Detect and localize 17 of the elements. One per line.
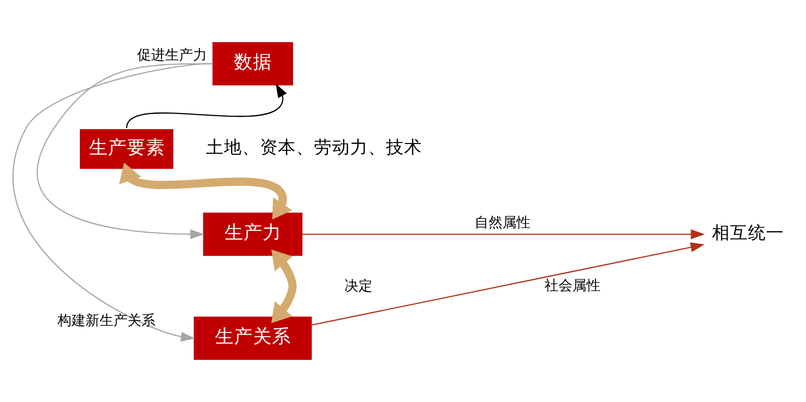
node-label: 土地、资本、劳动力、技术: [206, 138, 422, 158]
arrow: [119, 162, 292, 220]
edge-label: 促进生产力: [136, 48, 207, 64]
arrow: [271, 249, 297, 324]
arrow: [302, 229, 705, 240]
node-text: 相互统一: [712, 222, 784, 242]
arrow: [311, 242, 705, 326]
node-box: 生产关系: [194, 316, 312, 360]
edge-label: 构建新生产关系: [57, 312, 156, 329]
edge-label: 自然属性: [474, 214, 531, 231]
edge-label: 社会属性: [544, 278, 600, 294]
edge-label: 决定: [344, 278, 373, 295]
arrow: [12, 63, 212, 342]
node-box: 生产要素: [80, 129, 174, 169]
arrow: [126, 83, 287, 128]
node-box: 数据: [212, 42, 294, 86]
node-box: 生产力: [203, 212, 302, 256]
